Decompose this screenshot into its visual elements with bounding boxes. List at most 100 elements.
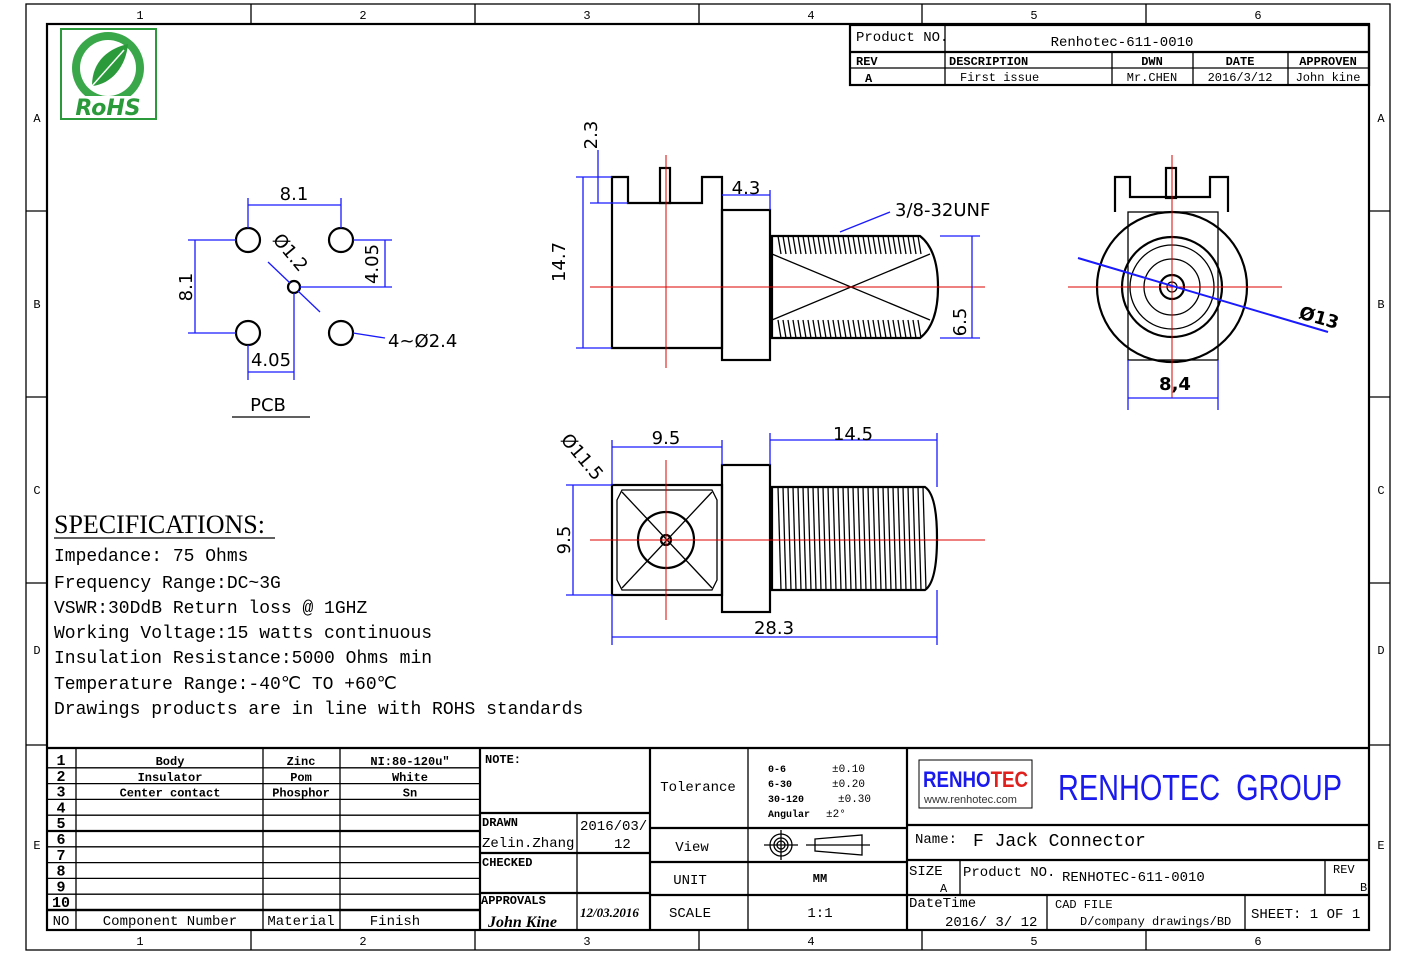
thread-line	[827, 486, 832, 591]
thread-line	[832, 486, 837, 591]
group-name: RENHOTEC GROUP	[1058, 767, 1342, 808]
tol-range: 0-6	[768, 765, 786, 776]
date-value: 2016/3/12	[1208, 71, 1273, 85]
pcb-dim-right: 4.05	[362, 244, 383, 284]
zone-row-a: A	[33, 112, 41, 126]
zone-row-c: C	[33, 484, 40, 498]
spec-line: Drawings products are in line with ROHS …	[54, 700, 583, 720]
drawn-label: DRAWN	[482, 816, 518, 830]
bom-cell: 3	[56, 785, 65, 802]
thread-line	[837, 486, 842, 591]
thread-line	[907, 486, 912, 591]
thread-line	[797, 235, 802, 255]
thread-line	[867, 319, 872, 339]
thread-line	[782, 486, 787, 591]
bom-cell: NI:80-120u"	[370, 755, 449, 769]
tol-value: ±0.10	[832, 764, 865, 776]
spec-line: VSWR:30DdB Return loss @ 1GHZ	[54, 599, 367, 619]
checked-label: CHECKED	[482, 856, 532, 870]
bom-header-cell: NO	[53, 914, 70, 930]
zone-row-e-right: E	[1377, 839, 1384, 853]
bom-cell: 10	[52, 895, 70, 912]
rohs-logo: RoHS	[60, 28, 157, 121]
thread-line	[907, 319, 912, 339]
thread-line	[777, 319, 782, 339]
brand-url: www.renhotec.com	[923, 794, 1017, 806]
thread-line	[887, 486, 892, 591]
thread-line	[817, 486, 822, 591]
thread-line	[842, 319, 847, 339]
tol-range: 30-120	[768, 795, 804, 806]
thread-line	[882, 235, 887, 255]
note-label: NOTE:	[485, 753, 521, 767]
thread-line	[797, 486, 802, 591]
thread-line	[917, 486, 922, 591]
thread-line	[912, 235, 917, 255]
thread-line	[862, 486, 867, 591]
zone-col-4: 4	[807, 9, 814, 23]
product-no-label: Product NO.	[856, 30, 948, 46]
thread-line	[822, 486, 827, 591]
tol-value: ±0.20	[832, 779, 865, 791]
bom-cell: 9	[56, 879, 65, 896]
bom-cell: Center contact	[120, 787, 221, 801]
thread-line	[872, 486, 877, 591]
thread-line	[852, 486, 857, 591]
bom-cell: 4	[56, 800, 65, 817]
zone-row-b-right: B	[1377, 298, 1384, 312]
thread-line	[857, 486, 862, 591]
thread-line	[922, 486, 927, 591]
thread-line	[877, 235, 882, 255]
thread-line	[872, 235, 877, 255]
zone-col-3: 3	[583, 9, 590, 23]
datetime-label: DateTime	[909, 896, 976, 912]
thread-line	[782, 319, 787, 339]
thread-line	[892, 486, 897, 591]
zone-col-6-bottom: 6	[1254, 935, 1261, 949]
thread-line	[867, 235, 872, 255]
thread-line	[912, 319, 917, 339]
tol-range: Angular	[768, 809, 810, 821]
thread-line	[897, 319, 902, 339]
size-value: A	[940, 882, 948, 896]
thread-line	[837, 235, 842, 255]
approven-header: APPROVEN	[1299, 55, 1357, 69]
zone-row-d-right: D	[1377, 644, 1384, 658]
thread-line	[802, 319, 807, 339]
thread-line	[797, 319, 802, 339]
zone-col-4-bottom: 4	[807, 935, 814, 949]
bottom-view: Ø11.5 9.5 14.5 9.5 28.3	[554, 424, 985, 645]
tol-value: ±0.30	[838, 794, 871, 806]
datetime-value: 2016/ 3/ 12	[945, 915, 1037, 931]
bom-header-cell: Material	[267, 914, 334, 930]
brand-logo-wordmark: RENHOTEC	[923, 767, 1028, 792]
thread-line	[847, 486, 852, 591]
side-dim-thread-dia: 6.5	[950, 308, 971, 337]
dwn-value: Mr.CHEN	[1127, 71, 1177, 85]
bom-cell: 5	[56, 816, 65, 833]
thread-line	[777, 486, 782, 591]
thread-line	[872, 319, 877, 339]
thread-line	[852, 235, 857, 255]
tolerance-block: Tolerance 0-6 ±0.10 6-30 ±0.20 30-120 ±0…	[650, 748, 909, 930]
thread-line	[782, 235, 787, 255]
zone-labels: 1 2 3 4 5 6 1 2 3 4 5 6 A B C D E A B C …	[33, 9, 1385, 949]
bom-cell: 7	[56, 848, 65, 865]
thread-line	[882, 319, 887, 339]
title-block: RENHOTEC www.renhotec.com RENHOTEC GROUP…	[907, 759, 1369, 931]
thread-line	[907, 235, 912, 255]
thread-line	[897, 486, 902, 591]
thread-line	[917, 235, 922, 255]
zone-col-1: 1	[136, 9, 143, 23]
zone-row-a-right: A	[1377, 112, 1385, 126]
inner-frame	[45, 22, 1371, 932]
zone-col-1-bottom: 1	[136, 935, 143, 949]
thread-line	[802, 235, 807, 255]
thread-line	[787, 235, 792, 255]
name-label: Name:	[915, 832, 957, 848]
brand-logo-part-2: TEC	[991, 767, 1029, 792]
thread-line	[862, 319, 867, 339]
pcb-title: PCB	[250, 395, 286, 416]
drawn-by: Zelin.Zhang	[482, 836, 574, 852]
